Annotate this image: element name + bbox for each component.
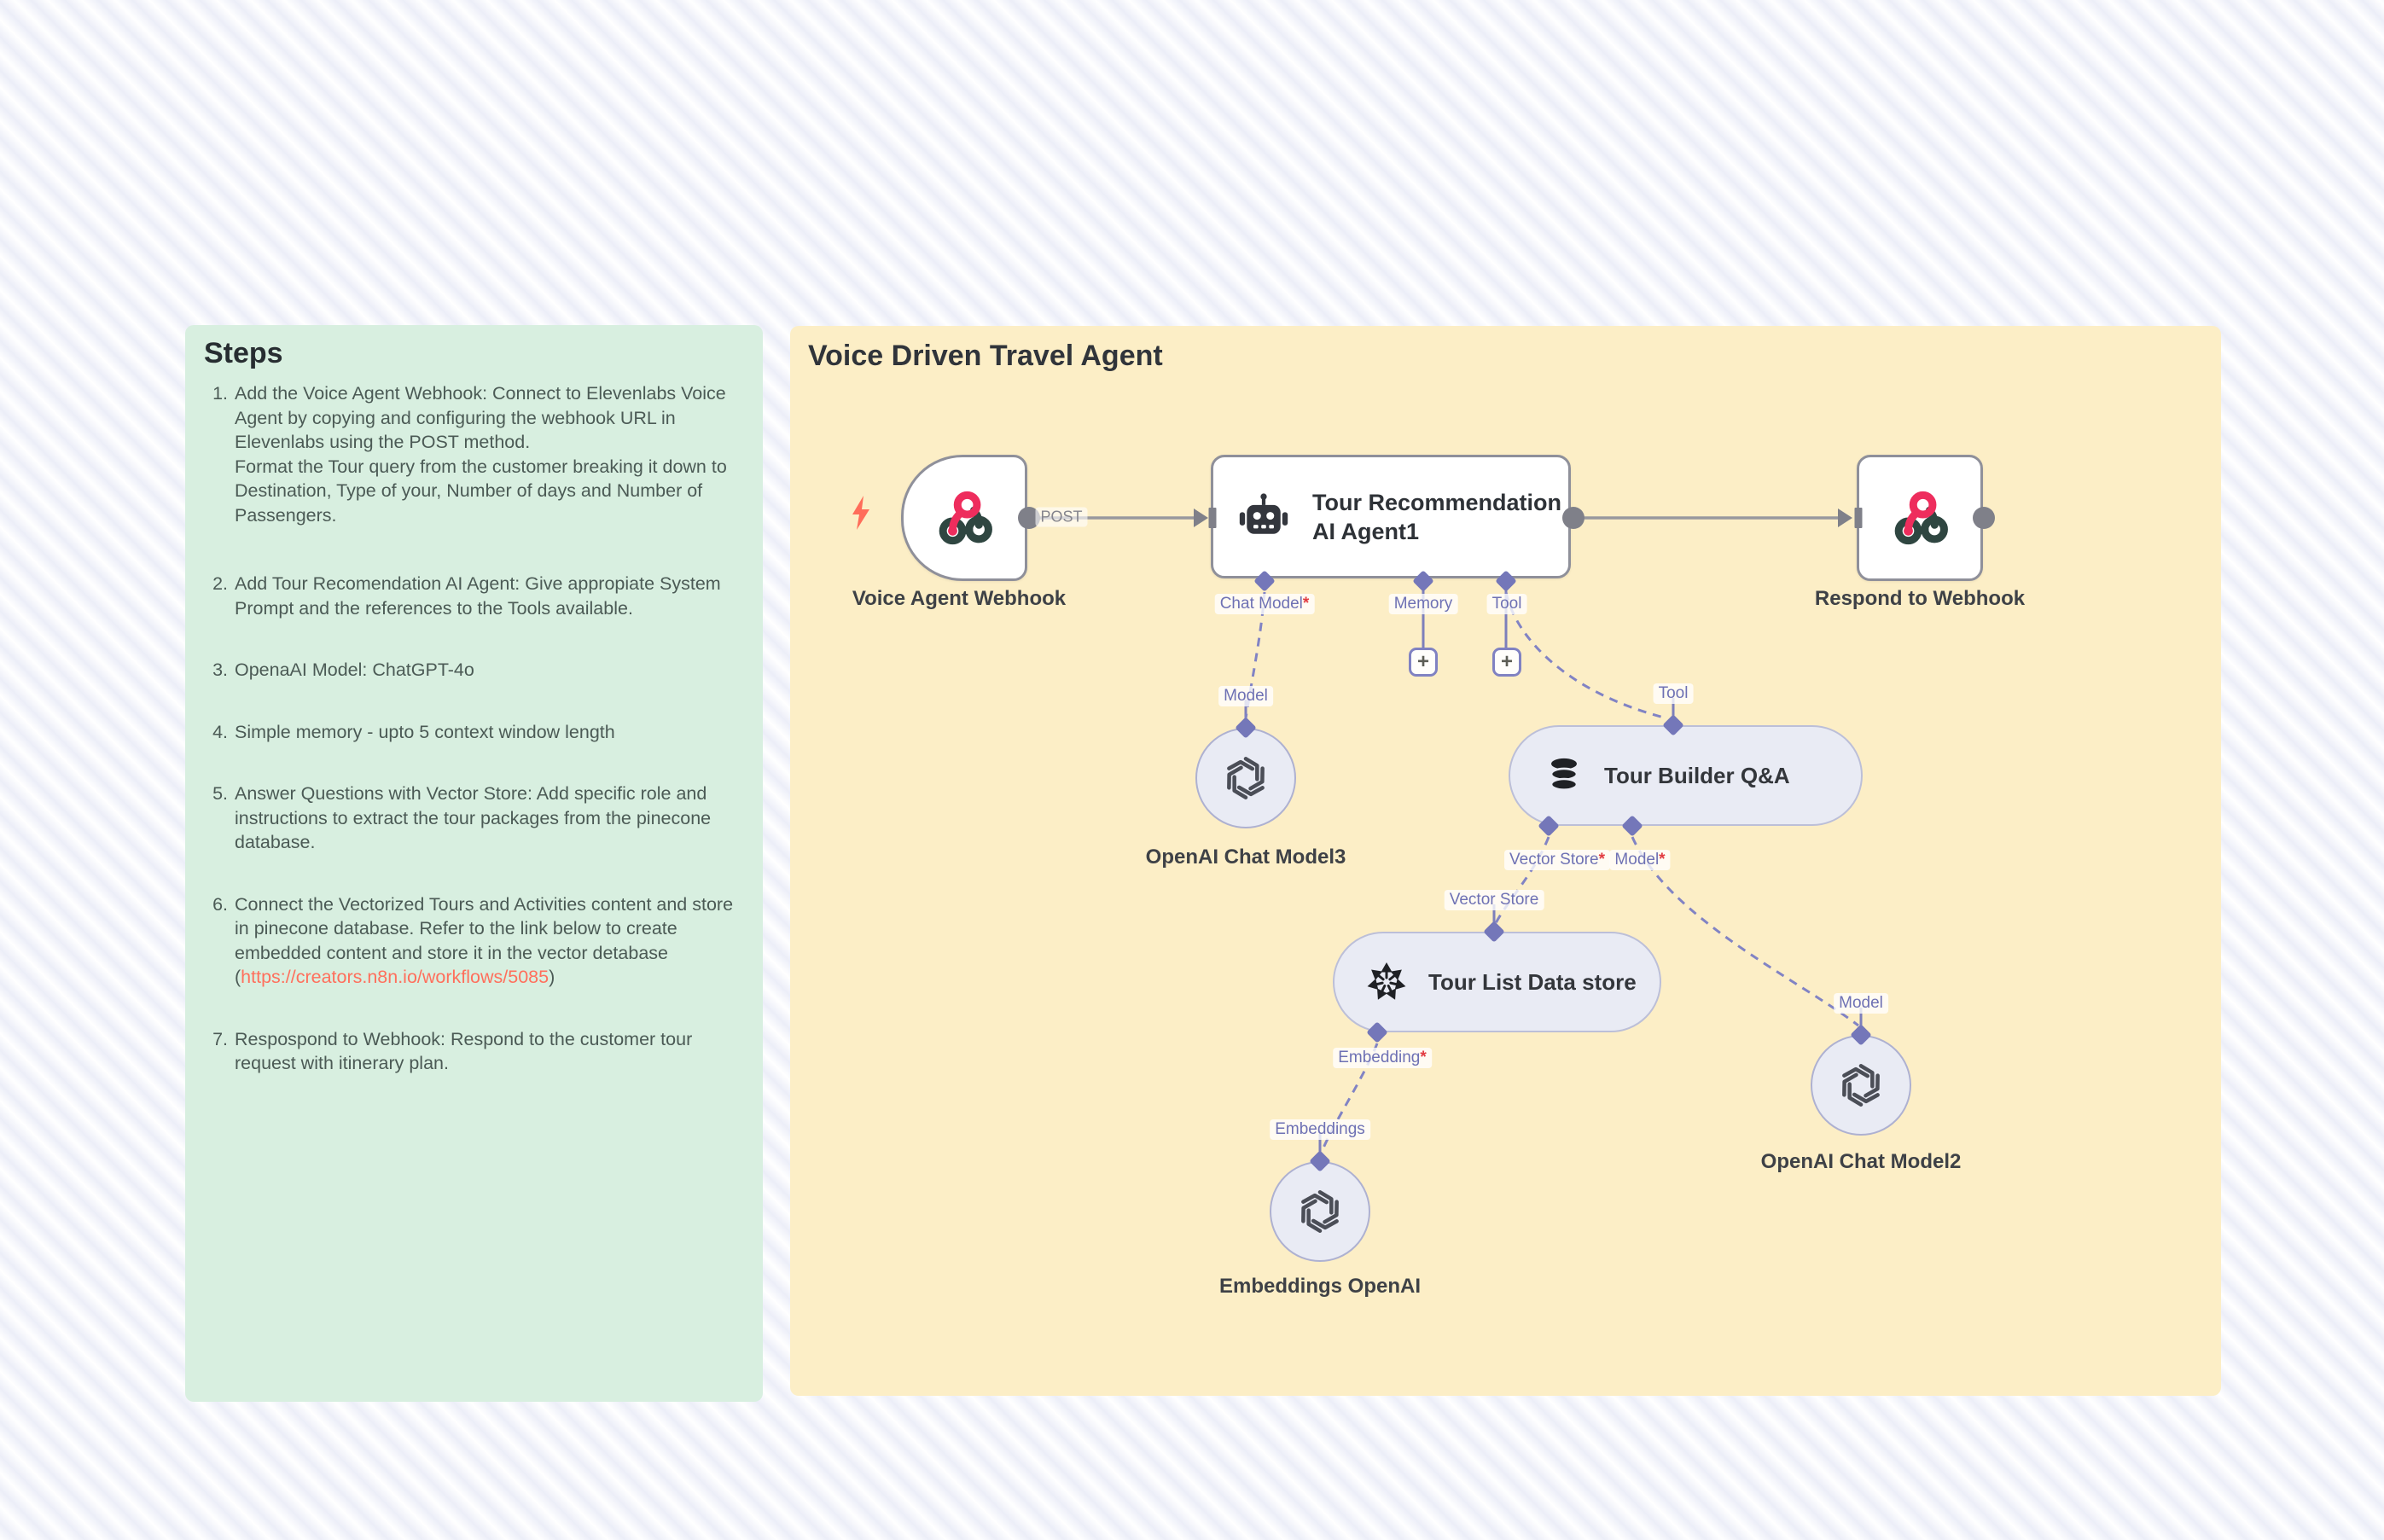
node-label: Respond to Webhook	[1814, 587, 2026, 610]
node-tour-builder-qa[interactable]: Tour Builder Q&A	[1509, 725, 1863, 826]
node-embeddings-openai[interactable]	[1270, 1161, 1370, 1262]
arrowhead	[1194, 508, 1208, 527]
list-item: 7. Respospond to Webhook: Respond to the…	[212, 1028, 693, 1074]
steps-title: Steps	[204, 337, 283, 369]
plus-icon: +	[1500, 650, 1513, 673]
node-respond-to-webhook[interactable]	[1857, 455, 1983, 581]
model-port-label: Model	[1834, 993, 1888, 1014]
workflow-link[interactable]: https://creators.n8n.io/workflows/5085	[241, 967, 549, 987]
vector-store-port-label: Vector Store*	[1504, 850, 1610, 870]
model-port-label: Model*	[1609, 850, 1671, 870]
vector-store-arrows-icon	[1365, 961, 1408, 1003]
agent-output-port[interactable]	[1562, 507, 1584, 529]
openai-icon	[1834, 1058, 1888, 1113]
steps-list: 1. Add the Voice Agent Webhook: Connect …	[206, 381, 735, 1113]
node-label: OpenAI Chat Model3	[1145, 846, 1346, 869]
model-port-label: Model	[1218, 686, 1273, 706]
agent-node-title: Tour Recommendation AI Agent1	[1312, 489, 1562, 544]
webhook-icon	[933, 487, 995, 549]
vector-store-port-label: Vector Store	[1444, 890, 1544, 910]
workflow-sticky-note[interactable]: Voice Driven Travel Agent	[790, 326, 2221, 1396]
list-item: 5. Answer Questions with Vector Store: A…	[212, 783, 712, 852]
node-openai-chat-model3[interactable]	[1195, 728, 1296, 828]
add-tool-button[interactable]: +	[1492, 648, 1521, 677]
embedding-port-label: Embedding*	[1333, 1048, 1432, 1068]
plus-icon: +	[1416, 650, 1429, 673]
list-item: 3. OpenaAI Model: ChatGPT-4o	[212, 660, 474, 680]
respond-output-port[interactable]	[1973, 507, 1995, 529]
list-item: 1. Add the Voice Agent Webhook: Connect …	[212, 383, 727, 526]
database-icon	[1544, 756, 1584, 795]
respond-input-port[interactable]	[1854, 508, 1863, 528]
agent-input-port[interactable]	[1208, 508, 1217, 528]
add-memory-button[interactable]: +	[1409, 648, 1438, 677]
list-item: 2. Add Tour Recomendation AI Agent: Give…	[212, 573, 721, 619]
node-tour-recommendation-ai-agent[interactable]: Tour Recommendation AI Agent1	[1211, 455, 1571, 578]
connection-embeddings	[1320, 1043, 1379, 1153]
arrowhead	[1838, 508, 1852, 527]
workflow-title: Voice Driven Travel Agent	[808, 340, 1163, 372]
steps-sticky-note[interactable]: Steps 1. Add the Voice Agent Webhook: Co…	[185, 325, 763, 1402]
openai-icon	[1218, 751, 1273, 805]
trigger-bolt-icon	[849, 496, 873, 530]
post-method-label: POST	[1035, 507, 1088, 527]
openai-icon	[1293, 1184, 1347, 1239]
pill-node-title: Tour Builder Q&A	[1604, 762, 1790, 788]
list-item: 4. Simple memory - upto 5 context window…	[212, 721, 615, 742]
tool-port-label: Tool	[1486, 594, 1527, 614]
node-openai-chat-model2[interactable]	[1811, 1035, 1911, 1136]
node-tour-list-data-store[interactable]: Tour List Data store	[1333, 932, 1661, 1032]
connection-tool-builder	[1504, 591, 1668, 720]
memory-port-label: Memory	[1388, 594, 1458, 614]
embeddings-port-label: Embeddings	[1270, 1119, 1370, 1140]
list-item: 6. Connect the Vectorized Tours and Acti…	[212, 893, 734, 988]
node-label: Voice Agent Webhook	[852, 587, 1067, 610]
robot-icon	[1237, 491, 1290, 543]
pill-node-title: Tour List Data store	[1428, 968, 1637, 995]
connection-vectorstore	[1494, 836, 1550, 924]
chat-model-port-label: Chat Model*	[1214, 594, 1315, 614]
node-label: Embeddings OpenAI	[1218, 1275, 1422, 1298]
node-voice-agent-webhook[interactable]	[901, 455, 1027, 581]
tool-port-label: Tool	[1653, 683, 1694, 704]
node-label: OpenAI Chat Model2	[1760, 1150, 1962, 1173]
webhook-icon	[1889, 487, 1951, 549]
